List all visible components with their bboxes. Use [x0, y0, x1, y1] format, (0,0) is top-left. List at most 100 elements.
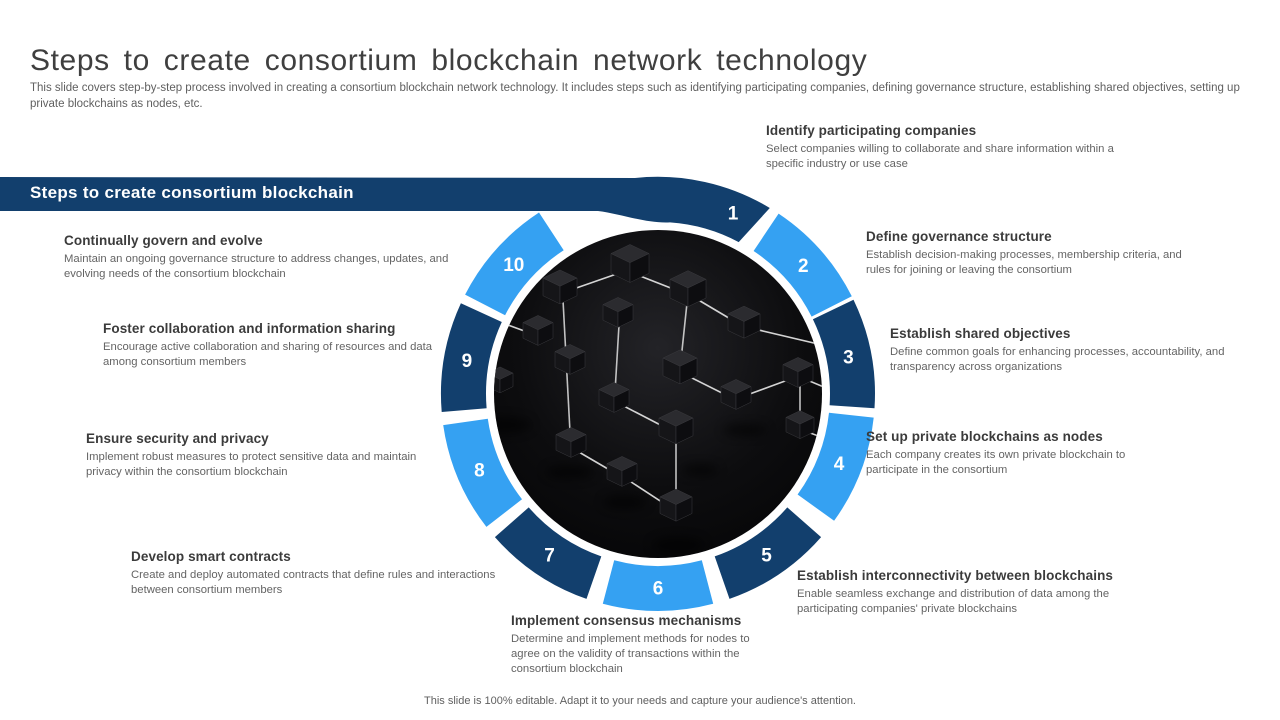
slide-subtitle: This slide covers step-by-step process i…: [30, 82, 1240, 111]
step-block-4: Set up private blockchains as nodes Each…: [866, 429, 1174, 478]
cube-face: [799, 416, 815, 440]
network-link-line: [680, 302, 688, 361]
cube-face: [675, 496, 693, 522]
step-block-1: Identify participating companies Select …: [766, 123, 1154, 172]
blockchain-network-image: [494, 230, 822, 558]
cube-shadow: [603, 495, 647, 509]
blockchain-cube: [494, 366, 514, 394]
step-7-title: Develop smart contracts: [131, 549, 291, 564]
ring-segment-10: [465, 212, 564, 316]
step-5-description: Enable seamless exchange and distributio…: [797, 588, 1110, 615]
step-9-description: Encourage active collaboration and shari…: [103, 341, 433, 368]
cube-face: [743, 313, 761, 339]
step-1-description: Select companies willing to collaborate …: [766, 143, 1114, 170]
blockchain-cube: [602, 297, 634, 328]
step-8-title: Ensure security and privacy: [86, 431, 269, 446]
segment-number-4: 4: [834, 454, 845, 475]
cube-face: [797, 364, 814, 388]
step-4-description: Each company creates its own private blo…: [866, 449, 1126, 476]
blockchain-cube: [782, 357, 814, 388]
segment-number-10: 10: [503, 255, 524, 276]
network-link-line: [745, 326, 822, 353]
segment-number-7: 7: [544, 545, 555, 566]
step-3-title: Establish shared objectives: [890, 326, 1071, 341]
step-3-description: Define common goals for enhancing proces…: [890, 346, 1225, 373]
cube-shadow: [723, 424, 767, 436]
step-2-description: Establish decision-making processes, mem…: [866, 249, 1182, 276]
blockchain-cube: [598, 382, 630, 413]
ring-segment-6: [602, 560, 714, 611]
blockchain-cube: [720, 379, 752, 410]
ring-segment-2: [753, 213, 852, 317]
cube-face: [570, 434, 587, 458]
page-title: Steps to create consortium blockchain ne…: [30, 44, 868, 78]
blockchain-cube: [659, 488, 693, 522]
blockchain-cube: [522, 315, 554, 346]
step-block-10: Continually govern and evolve Maintain a…: [64, 233, 464, 282]
cube-face: [617, 304, 634, 328]
slide-footer-note: This slide is 100% editable. Adapt it to…: [424, 695, 856, 707]
step-6-title: Implement consensus mechanisms: [511, 613, 742, 628]
step-10-title: Continually govern and evolve: [64, 233, 263, 248]
cube-face: [569, 351, 586, 375]
cube-shadow: [546, 465, 594, 479]
ring-segment-8: [443, 418, 522, 527]
step-block-2: Define governance structure Establish de…: [866, 229, 1206, 278]
ring-segment-7: [494, 507, 602, 599]
segment-number-9: 9: [462, 351, 473, 372]
blockchain-cube: [727, 305, 761, 339]
step-10-description: Maintain an ongoing governance structure…: [64, 253, 449, 280]
cube-shadow: [682, 464, 718, 476]
blockchain-cube: [662, 349, 698, 385]
step-block-5: Establish interconnectivity between bloc…: [797, 568, 1149, 617]
step-2-title: Define governance structure: [866, 229, 1052, 244]
step-1-title: Identify participating companies: [766, 123, 977, 138]
blockchain-cube: [606, 456, 638, 487]
blockchain-cube: [555, 427, 587, 458]
blockchain-cube: [610, 244, 650, 283]
banner-title: Steps to create consortium blockchain: [30, 183, 354, 202]
step-5-title: Establish interconnectivity between bloc…: [797, 568, 1114, 583]
blockchain-cube: [785, 410, 815, 440]
step-4-title: Set up private blockchains as nodes: [866, 429, 1103, 444]
ring-segment-9: [440, 303, 502, 412]
step-block-6: Implement consensus mechanisms Determine…: [511, 613, 775, 677]
cube-face: [735, 386, 752, 410]
banner-ribbon-segment-1: [0, 176, 770, 243]
segment-number-8: 8: [474, 460, 485, 481]
step-7-description: Create and deploy automated contracts th…: [131, 569, 496, 596]
segment-number-5: 5: [761, 545, 772, 566]
ring-segments: [440, 212, 875, 611]
cube-face: [559, 277, 578, 305]
blockchain-cube: [554, 344, 586, 375]
blockchain-cube: [669, 270, 707, 308]
cube-shadow: [652, 537, 704, 553]
step-8-description: Implement robust measures to protect sen…: [86, 451, 417, 478]
blockchain-cube: [658, 409, 694, 445]
step-6-description: Determine and implement methods for node…: [511, 633, 750, 675]
cube-face: [613, 389, 630, 413]
segment-number-3: 3: [843, 348, 854, 369]
cube-face: [675, 417, 694, 445]
network-link-line: [614, 324, 620, 393]
blockchain-cube: [542, 269, 578, 305]
ring-segment-5: [714, 507, 822, 599]
cube-face: [621, 463, 638, 487]
segment-number-6: 6: [653, 579, 664, 600]
cube-face: [679, 357, 698, 385]
cube-face: [687, 278, 707, 308]
step-block-7: Develop smart contracts Create and deplo…: [131, 549, 541, 598]
ring-segment-numbers: 2 3 4 5 6 7 8 9 10 1: [462, 204, 854, 600]
cube-face: [537, 322, 554, 346]
segment-number-1: 1: [728, 204, 739, 225]
cube-shadow: [494, 417, 531, 433]
step-9-title: Foster collaboration and information sha…: [103, 321, 396, 336]
step-block-8: Ensure security and privacy Implement ro…: [86, 431, 454, 480]
ring-segment-4: [797, 412, 874, 521]
cube-face: [629, 253, 650, 283]
ring-segment-3: [812, 299, 875, 409]
step-block-9: Foster collaboration and information sha…: [103, 321, 445, 370]
cube-face: [499, 372, 514, 394]
segment-number-2: 2: [798, 256, 809, 277]
